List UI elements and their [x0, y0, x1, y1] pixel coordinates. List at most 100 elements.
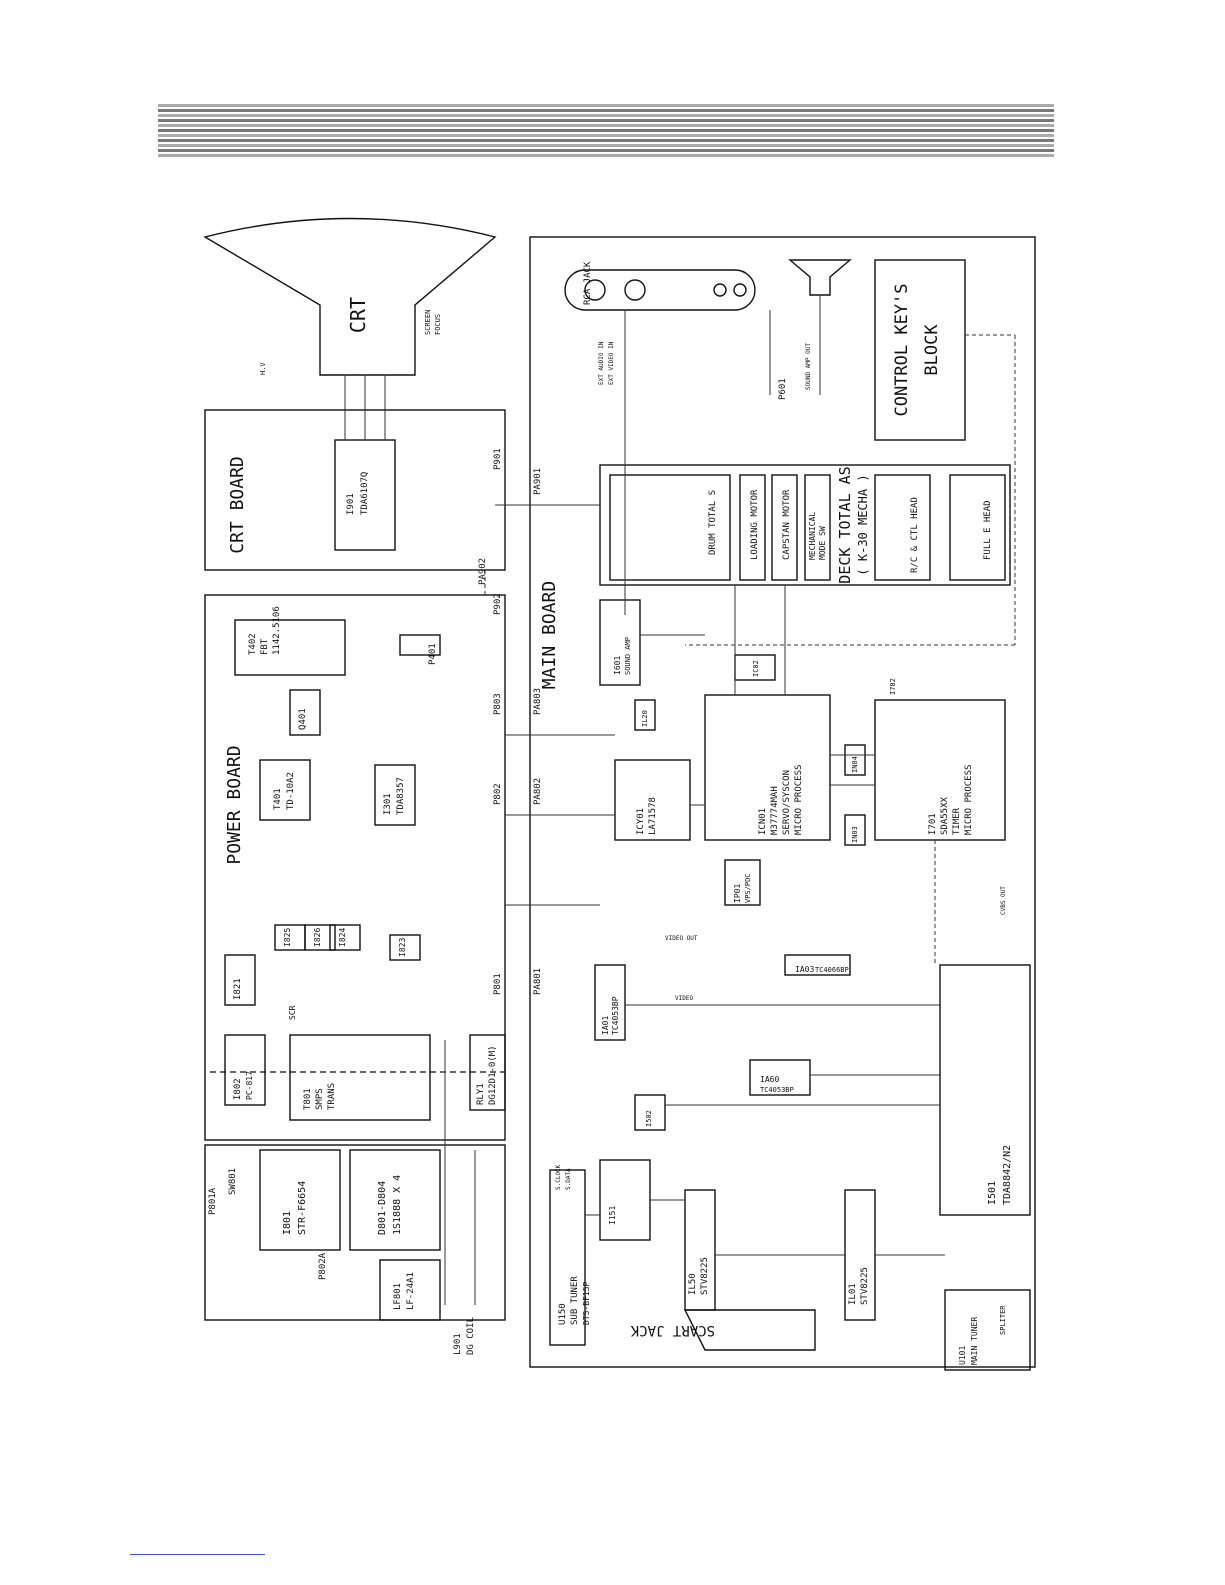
ic-i601-a: SOUND AMP	[624, 637, 632, 675]
signal-video-out: VIDEO OUT	[665, 935, 698, 942]
connector-pa802: PA802	[533, 778, 543, 805]
mech-mode-label-2: MODE SW	[818, 526, 827, 560]
ic-icn01-b: SERVO/SYSCON	[782, 770, 792, 835]
part-t402-b: 1142.5106	[272, 606, 282, 655]
connector-pa902: PA902	[478, 558, 488, 585]
deck-title: DECK TOTAL AS	[836, 466, 854, 583]
connector-pa803: PA803	[533, 688, 543, 715]
main-board-title: MAIN BOARD	[539, 581, 560, 689]
part-t801-a: SMPS	[315, 1088, 325, 1110]
crt-board-title: CRT BOARD	[227, 456, 248, 554]
crt-screen-label: SCREEN	[424, 310, 432, 335]
connector-p802: P802	[493, 783, 503, 805]
ic-in04: IN04	[851, 756, 859, 773]
mech-mode-label: MECHANICAL	[808, 512, 817, 560]
ic-icy01-part: LA71578	[648, 797, 658, 835]
signal-cvbs-out: CVBS OUT	[1000, 886, 1007, 915]
tuner-u150-a: SUB TUNER	[570, 1276, 580, 1325]
ic-ia03-part: TC4066BP	[815, 966, 849, 974]
main-board-outline	[529, 236, 1036, 1368]
control-block-title: CONTROL KEY'S	[892, 283, 912, 416]
ic-i701-a: SDA55XX	[940, 796, 950, 835]
ic-ic02: IC02	[752, 660, 760, 677]
ic-i151: I151	[608, 1206, 617, 1225]
ic-i901: I901	[346, 493, 356, 515]
ic-il01: IL01	[848, 1283, 858, 1305]
power-input-outline	[204, 1144, 506, 1321]
ic-i301-part: TDA8357	[396, 777, 406, 815]
connector-pa901: PA901	[533, 468, 543, 495]
part-d801: D801-D804	[377, 1181, 388, 1235]
part-rly1: RLY1	[476, 1083, 486, 1105]
ic-in03: IN03	[851, 826, 859, 843]
ic-i501-part: TDA8842/N2	[1002, 1145, 1013, 1205]
ic-i702: I702	[889, 678, 897, 695]
power-board-title: POWER BOARD	[224, 745, 245, 864]
ic-i502: I502	[645, 1110, 653, 1127]
part-rly1-part: DG12D1-0(M)	[488, 1045, 498, 1105]
signal-video: VIDEO	[675, 995, 693, 1002]
block-diagram: CRT CRT BOARD POWER BOARD MAIN BOARD DEC…	[203, 217, 1036, 1371]
signal-s-clock: S.CLOCK	[555, 1164, 562, 1190]
tuner-u101-b: SPLITER	[999, 1305, 1007, 1335]
connector-p902: P902	[493, 593, 503, 615]
part-t402-a: FBT	[260, 638, 270, 655]
connector-p601: P601	[778, 378, 788, 400]
rca-jack-outline	[564, 269, 756, 311]
ic-i824: I824	[338, 928, 347, 947]
tuner-u150-b: DT5-BF15P	[582, 1281, 591, 1325]
ic-icn01: ICN01	[758, 808, 768, 835]
header-band	[158, 104, 1054, 160]
connector-p801a: P801A	[208, 1187, 218, 1215]
signal-ext-audio-in: EXT AUDIO IN	[598, 341, 605, 385]
signal-s-data: S.DATA	[565, 1168, 572, 1190]
part-sw801: SW801	[228, 1168, 238, 1195]
part-l901-part: DG COIL	[466, 1317, 476, 1355]
control-block-outline	[874, 259, 966, 441]
ic-i701: I701	[928, 813, 938, 835]
ic-i601: I601	[613, 656, 622, 675]
ic-il50-part: STV8225	[700, 1257, 710, 1295]
part-t801: T801	[303, 1088, 313, 1110]
rca-jack-label: RCA JACK	[583, 261, 593, 305]
part-t401-part: TD-10A2	[286, 772, 296, 810]
ic-ia03: IA03	[795, 965, 814, 974]
ic-icn01-a: M37774MAH	[770, 786, 780, 835]
full-e-head-label: FULL E HEAD	[983, 500, 993, 560]
ic-icn01-c: MICRO PROCESS	[794, 765, 804, 835]
ic-ip01-part: VPS/PDC	[744, 873, 752, 903]
part-lf801: LF801	[393, 1283, 403, 1310]
ic-i801-part: STR-F6654	[297, 1181, 308, 1235]
ic-ia01: IA01	[601, 1016, 610, 1035]
ic-i501: I501	[987, 1181, 998, 1205]
part-d801-part: 1S1888 X 4	[392, 1175, 403, 1235]
ic-ia60-part: TC4053BP	[760, 1086, 794, 1094]
part-t801-b: TRANS	[327, 1083, 337, 1110]
rc-head-label: R/C & CTL HEAD	[910, 497, 920, 573]
ic-ia01-part: TC4053BP	[611, 996, 620, 1035]
crt-hv-label: H.V	[259, 362, 267, 375]
tuner-u101: U101	[958, 1346, 967, 1365]
ic-i821: I821	[233, 978, 243, 1000]
ic-i802: I802	[233, 1078, 243, 1100]
control-block-title-2: BLOCK	[922, 324, 942, 376]
ic-il01-part: STV8225	[860, 1267, 870, 1305]
ic-i701-c: MICRO PROCESS	[964, 765, 974, 835]
footer-link-underline	[130, 1554, 265, 1555]
ic-il20: IL20	[641, 710, 649, 727]
ic-icy01: ICY01	[636, 808, 646, 835]
capstan-motor-label: CAPSTAN MOTOR	[782, 489, 792, 560]
scart-jack-label: SCART JACK	[630, 1322, 715, 1338]
signal-sound-amp-out: SOUND AMP OUT	[805, 343, 812, 390]
tuner-u101-a: MAIN TUNER	[970, 1317, 979, 1365]
ic-i823: I823	[398, 938, 407, 957]
connector-p803: P803	[493, 693, 503, 715]
ic-i801: I801	[282, 1211, 293, 1235]
part-lf801-part: LF-24A1	[406, 1272, 416, 1310]
tuner-u150: U150	[558, 1303, 568, 1325]
part-t401: T401	[273, 788, 283, 810]
loading-motor-label: LOADING MOTOR	[750, 489, 760, 560]
ic-i901-part: TDA6107Q	[360, 472, 370, 515]
connector-p901: P901	[493, 448, 503, 470]
deck-mecha: ( K-30 MECHA )	[856, 474, 870, 575]
